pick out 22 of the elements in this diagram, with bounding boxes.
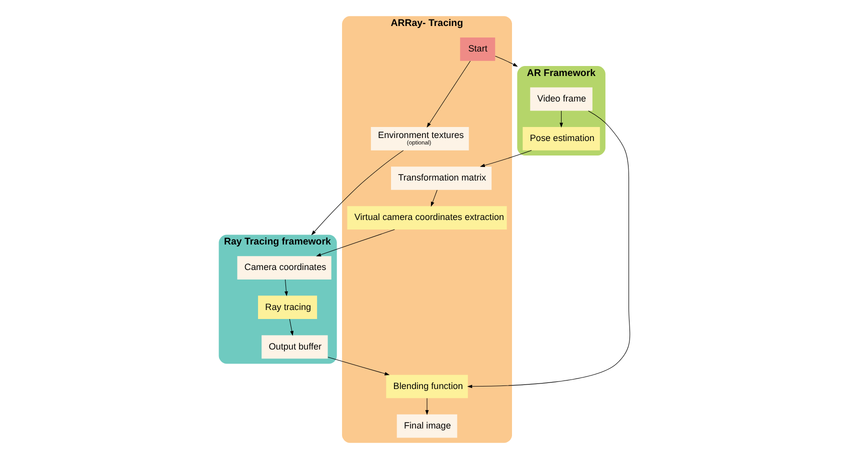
node-box: Video frame bbox=[530, 87, 592, 111]
arrow bbox=[311, 150, 404, 236]
arrow bbox=[425, 398, 429, 416]
node-box: Camera coordinates bbox=[237, 256, 332, 280]
node-box: Blending function bbox=[386, 374, 468, 398]
arrow bbox=[426, 60, 471, 128]
arrow bbox=[430, 190, 438, 207]
arrow bbox=[480, 150, 532, 168]
arrow bbox=[316, 229, 395, 256]
arrow bbox=[328, 356, 390, 376]
arrow bbox=[495, 56, 518, 67]
node-box: Pose estimation bbox=[522, 127, 600, 150]
arrow bbox=[289, 318, 294, 336]
node-box: Virtual camera coordinates extraction bbox=[347, 206, 507, 230]
node-box: Start bbox=[460, 37, 496, 61]
node-box: Output buffer bbox=[262, 335, 328, 359]
node-box: Ray tracing bbox=[258, 296, 318, 320]
node-box: Transformation matrix bbox=[391, 166, 492, 190]
arrow bbox=[560, 110, 564, 128]
arrow bbox=[284, 279, 288, 296]
arrow bbox=[467, 110, 630, 388]
node-box: Final image bbox=[396, 414, 458, 438]
